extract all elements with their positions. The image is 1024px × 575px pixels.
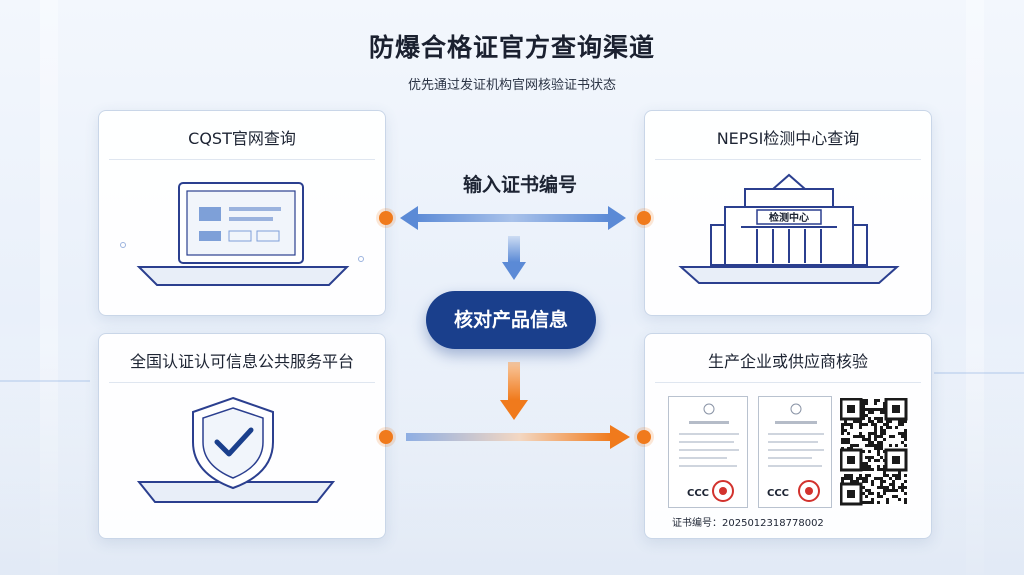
down-arrow-shaft — [508, 362, 520, 400]
certificate-document: CCC — [668, 396, 748, 508]
connector-dot — [637, 430, 651, 444]
double-arrow-shaft — [414, 214, 610, 222]
certificate-document: CCC — [758, 396, 832, 508]
card-divider — [109, 159, 375, 160]
page-subtitle: 优先通过发证机构官网核验证书状态 — [407, 78, 616, 93]
down-arrow-shaft — [508, 236, 520, 262]
right-arrow-head — [610, 425, 630, 449]
ccc-mark: CCC — [687, 488, 709, 499]
arrow-right-head — [608, 206, 626, 230]
connector-dot — [379, 211, 393, 225]
card-nepsi-title: NEPSI检测中心查询 — [716, 129, 860, 148]
arrow-left-head — [400, 206, 418, 230]
connector-dot — [637, 211, 651, 225]
card-cqst-title: CQST官网查询 — [188, 129, 296, 148]
card-platform-title: 全国认证认可信息公共服务平台 — [129, 352, 354, 371]
down-arrow-head — [500, 400, 528, 420]
right-arrow-shaft — [406, 433, 612, 441]
certificate-icon: CCC — [679, 403, 739, 502]
page-title: 防爆合格证官方查询渠道 — [368, 33, 655, 62]
ccc-mark: CCC — [767, 488, 789, 499]
background-line — [934, 372, 1024, 374]
certificate-number: 证书编号：2025012318778002 — [672, 518, 824, 529]
card-manufacturer-title: 生产企业或供应商核验 — [707, 352, 868, 371]
laptop-icon — [120, 182, 364, 286]
building-icon: 检测中心 — [678, 173, 900, 284]
qr-code-icon[interactable] — [840, 398, 908, 506]
card-cqst[interactable]: CQST官网查询 — [98, 110, 386, 316]
building-sign-text: 检测中心 — [769, 211, 809, 224]
card-divider — [655, 382, 921, 383]
input-cert-number-label: 输入证书编号 — [462, 174, 577, 196]
certificate-icon: CCC — [767, 403, 824, 502]
shield-check-icon — [136, 396, 336, 503]
down-arrow-head — [502, 262, 526, 280]
verify-product-info-button[interactable]: 核对产品信息 — [426, 291, 596, 349]
card-divider — [109, 382, 375, 383]
card-divider — [655, 159, 921, 160]
card-nepsi[interactable]: NEPSI检测中心查询 检测中心 — [644, 110, 932, 316]
background-line — [0, 380, 90, 382]
connector-dot — [379, 430, 393, 444]
